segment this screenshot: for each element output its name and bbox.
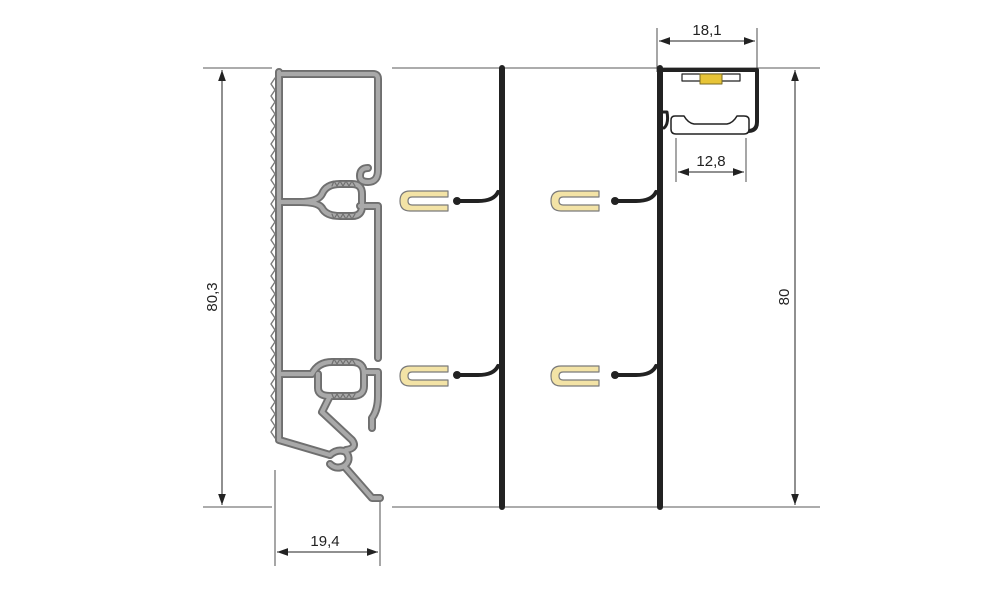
extension-lines [203, 28, 820, 566]
dim-label-left-height: 80,3 [204, 282, 221, 311]
dim-label-outer-channel: 18,1 [692, 22, 721, 39]
serrated-face [270, 77, 276, 439]
skirting-profile [270, 68, 384, 502]
fixing-clip [550, 190, 600, 212]
dim-label-profile-width: 19,4 [310, 533, 339, 550]
upper-clip-teeth [331, 180, 356, 220]
dim-label-inner-channel: 12,8 [696, 153, 725, 170]
dim-label-right-height: 80 [776, 289, 793, 306]
fixing-clip [550, 365, 600, 387]
mounting-rail-2 [611, 65, 663, 510]
lower-clip-teeth [331, 358, 356, 400]
fixing-clips [399, 190, 600, 387]
dimension-lines [218, 37, 799, 556]
fixing-clip [399, 190, 449, 212]
led-channel [658, 68, 759, 135]
led-chip [699, 73, 723, 85]
diffuser-cover [670, 115, 750, 135]
fixing-clip [399, 365, 449, 387]
mounting-rail-1 [453, 65, 505, 510]
